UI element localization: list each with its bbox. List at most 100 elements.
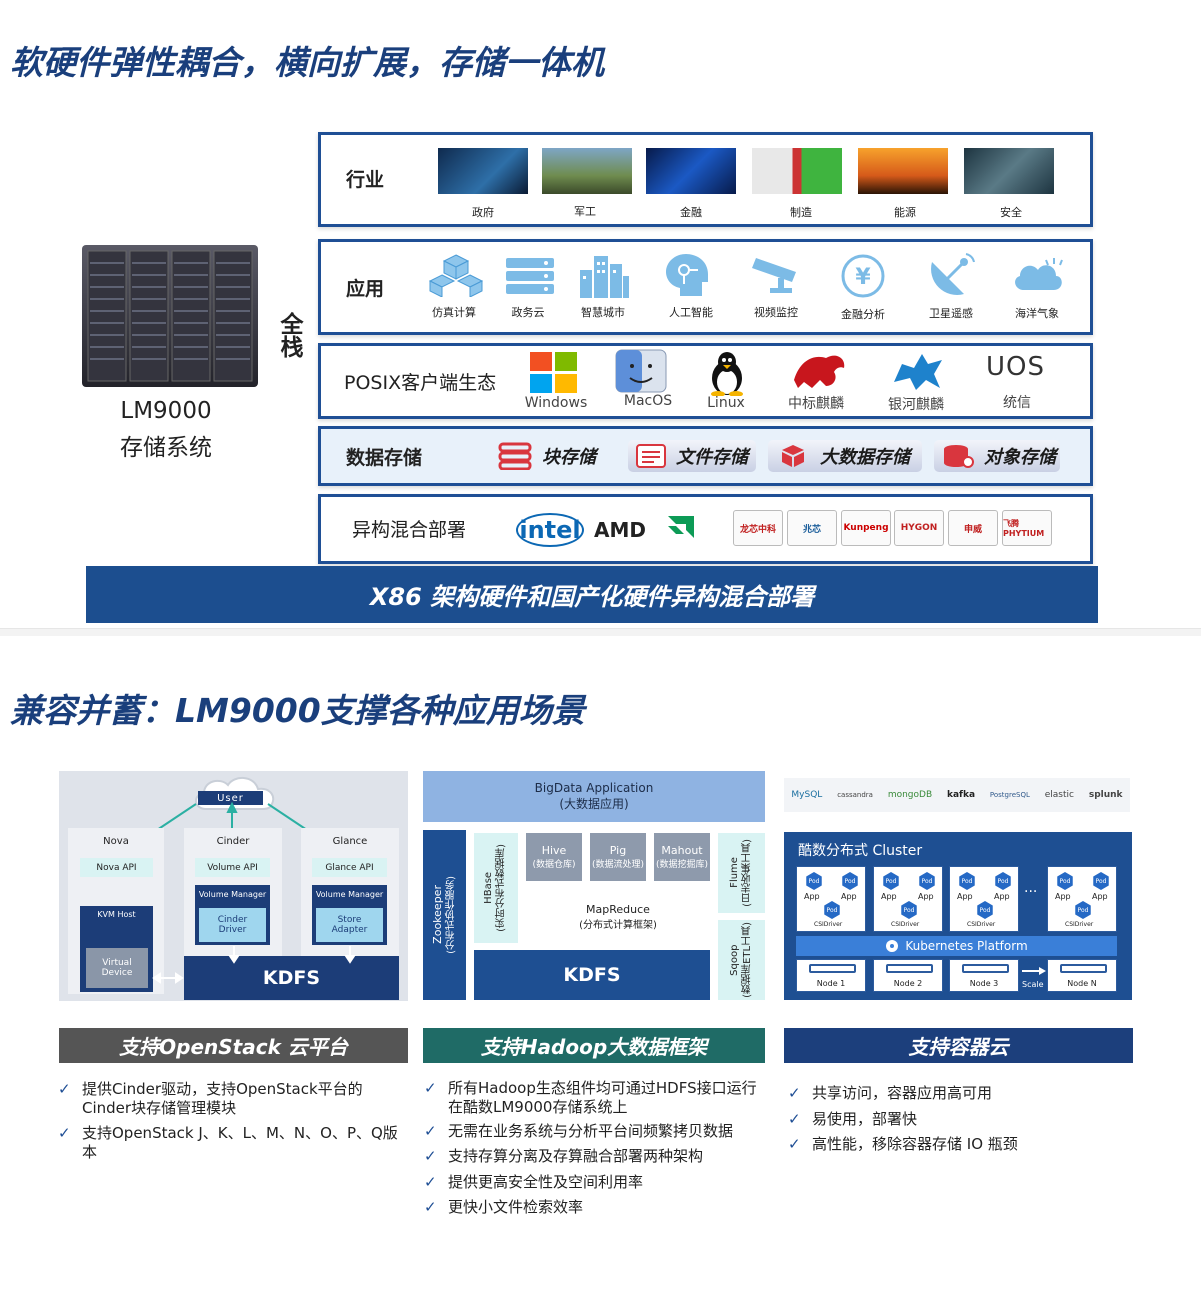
cinder-title: Cinder [216, 836, 250, 847]
cubes-icon [428, 254, 484, 297]
hadoop-bullet: ✓所有Hadoop生态组件均可通过HDFS接口运行在酷数LM9000存储系统上 [424, 1079, 764, 1117]
server-sub: 存储系统 [120, 435, 212, 461]
mapreduce: MapReduce(分布式计算框架) [526, 890, 710, 944]
yinhe-kylin-icon [894, 354, 942, 390]
logo-elastic: elastic [1044, 790, 1074, 800]
db-logos-strip: MySQL cassandra mongoDB kafka PostgreSQL… [784, 778, 1130, 812]
amd-text: AMD [594, 518, 646, 542]
pod-icon: Pod [919, 872, 935, 890]
pod-icon: Pod [1057, 872, 1073, 890]
pig-sub: (数据流处理) [591, 860, 645, 870]
pod-label: Pod [1059, 877, 1071, 885]
csi-label: CSIDriver [1065, 921, 1094, 928]
bigdata-storage: 大数据存储 [768, 440, 922, 472]
check-icon: ✓ [788, 1135, 801, 1153]
mahout-label: Mahout [661, 844, 703, 857]
server-name: LM9000 [120, 398, 212, 424]
nova-api: Nova API [80, 858, 153, 877]
check-icon: ✓ [424, 1147, 437, 1165]
hbase-sub: (实时分布式数据库) [496, 844, 507, 932]
pod-icon: Pod [901, 901, 917, 919]
pig-label: Pig [609, 844, 627, 857]
app-caption: 仿真计算 [432, 306, 476, 319]
posix-caption: MacOS [623, 393, 673, 409]
industry-caption: 制造 [790, 206, 812, 219]
posix-label: POSIX客户端生态 [344, 372, 497, 394]
hbase-label: HBase [483, 872, 494, 904]
storage-label: 数据存储 [346, 447, 423, 469]
pod-icon: Pod [806, 872, 822, 890]
check-icon: ✓ [424, 1122, 437, 1140]
glance-vm-label: Volume Manager [315, 890, 384, 899]
glance-api: Glance API [312, 858, 387, 877]
kdfs-arrows [152, 946, 356, 984]
user-label: User [217, 792, 244, 804]
bigdata-app: BigData Application (大数据应用) [423, 771, 765, 822]
flume-sub: (日志收集工具) [741, 839, 753, 907]
flume-label: Flume [728, 857, 740, 889]
hadoop-bullet: ✓提供更高安全性及空间利用率 [424, 1173, 764, 1192]
container-bullet-text: 易使用，部署快 [812, 1110, 918, 1128]
pod-icon: Pod [959, 872, 975, 890]
bigdata-app-sub: (大数据应用) [559, 797, 629, 811]
x86-banner: X86 架构硬件和国产化硬件异构混合部署 [86, 566, 1098, 623]
pod-icon: Pod [1075, 901, 1091, 919]
satellite-dish-icon [931, 253, 975, 295]
industry-caption: 金融 [680, 206, 702, 219]
pod-icon: Pod [1093, 872, 1109, 890]
logo-postgresql: PostgreSQL [989, 791, 1030, 799]
csi-label: CSIDriver [891, 921, 920, 928]
vendor-hygon: HYGON [894, 510, 944, 546]
zhongbiao-kylin-icon [794, 355, 845, 388]
nova-api-label: Nova API [96, 862, 137, 873]
pod-icon: Pod [824, 901, 840, 919]
posix-caption: 银河麒麟 [888, 397, 944, 413]
app-caption: 卫星遥感 [929, 307, 973, 320]
openstack-bullet-text: 提供Cinder驱动，支持OpenStack平台的Cinder块存储管理模块 [82, 1080, 363, 1117]
k8s-wheel-icon [886, 940, 899, 952]
industry-label: 行业 [346, 169, 385, 191]
zookeeper-label: Zookeeper [430, 885, 444, 945]
intel-logo: intel [516, 513, 584, 547]
pod-label: Pod [844, 877, 856, 885]
node-server-icon [962, 964, 1009, 973]
posix-caption: Windows [524, 395, 588, 411]
top-title: 软硬件弹性耦合，横向扩展，存储一体机 [10, 43, 604, 82]
node-server-icon [809, 964, 856, 973]
container-bullet-text: 共享访问，容器应用高可用 [812, 1084, 993, 1102]
pod-icon: Pod [995, 872, 1011, 890]
hadoop-bullet: ✓支持存算分离及存算融合部署两种架构 [424, 1147, 764, 1166]
yuan-coin-icon: ¥ [841, 254, 885, 298]
uos-logo: UOS [986, 352, 1045, 382]
layer-apps [318, 239, 1093, 335]
app-caption: 视频监控 [754, 306, 798, 319]
openstack-bullet-text: 支持OpenStack J、K、L、M、N、O、P、Q版本 [82, 1124, 398, 1161]
volume-api-label: Volume API [207, 862, 258, 873]
pod-label: Pod [903, 906, 915, 914]
app-caption: 人工智能 [669, 306, 713, 319]
vendor-sunway: 申威 [948, 510, 998, 546]
hadoop-bullet-text: 更快小文件检索效率 [448, 1198, 584, 1216]
hadoop-bullet-text: 无需在业务系统与分析平台间频繁拷贝数据 [448, 1122, 734, 1140]
sqoop-label: Sqoop [728, 944, 740, 976]
pod-label: Pod [997, 877, 1009, 885]
industry-thumb-security [964, 148, 1054, 194]
app-label: App [881, 892, 897, 901]
block-storage-icon [498, 442, 532, 470]
industry-thumb-gov [438, 148, 528, 194]
hbase: HBase(实时分布式数据库) [474, 833, 518, 943]
openstack-bullet: ✓提供Cinder驱动，支持OpenStack平台的Cinder块存储管理模块 [58, 1080, 408, 1118]
posix-caption: 统信 [1003, 395, 1031, 411]
svg-text:¥: ¥ [855, 265, 871, 290]
container-banner: 支持容器云 [784, 1028, 1133, 1063]
openstack-bullet: ✓支持OpenStack J、K、L、M、N、O、P、Q版本 [58, 1124, 408, 1162]
pod-icon: Pod [977, 901, 993, 919]
bigdata-storage-label: 大数据存储 [820, 447, 910, 468]
hive: Hive(数据仓库) [526, 833, 582, 881]
cinder-driver: Cinder Driver [199, 908, 266, 942]
app-label: App [1092, 892, 1108, 901]
sqoop: Sqoop(数据库ETL工具) [718, 920, 765, 1000]
node-label: Node 1 [816, 979, 846, 988]
pod-label: Pod [808, 877, 820, 885]
mahout: Mahout(数据挖掘库) [654, 833, 710, 881]
